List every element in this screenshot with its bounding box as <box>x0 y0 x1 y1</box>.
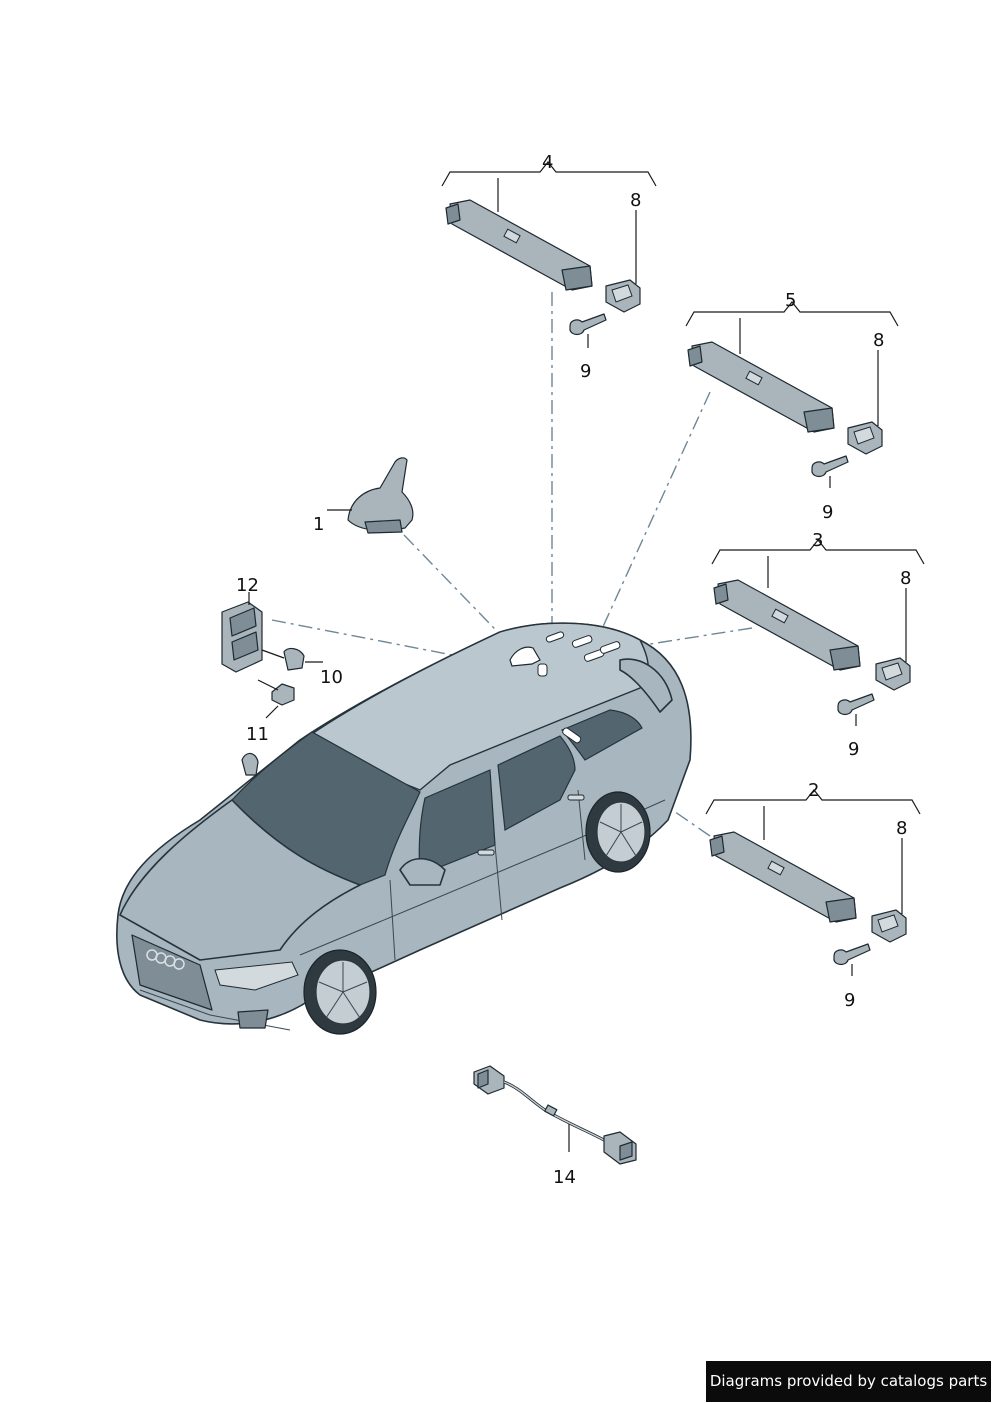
callout-10: 10 <box>320 667 343 688</box>
roof-slot-marker <box>545 631 565 643</box>
audi-rings-logo <box>146 949 185 970</box>
callout-3: 3 <box>812 530 823 551</box>
roof-clip-marker <box>537 663 548 677</box>
callout-9-assembly-5: 9 <box>822 502 833 523</box>
amplifier-assembly-2: 2 8 9 <box>705 780 921 1011</box>
callout-9-assembly-3: 9 <box>848 739 859 760</box>
roof-slot-marker <box>599 641 621 654</box>
footer-credit-text: Diagrams provided by catalogs parts <box>709 1372 988 1390</box>
callout-4: 4 <box>542 152 553 173</box>
callout-8-assembly-3: 8 <box>900 568 911 589</box>
callout-8-assembly-5: 8 <box>873 330 884 351</box>
amplifier-assembly-4: 4 8 9 <box>441 152 657 382</box>
callout-9-assembly-2: 9 <box>844 990 855 1011</box>
callout-12: 12 <box>236 575 259 596</box>
roof-antenna-part-1: 1 <box>313 457 414 535</box>
callout-9-assembly-4: 9 <box>580 361 591 382</box>
callout-14: 14 <box>553 1167 576 1188</box>
callout-8-assembly-4: 8 <box>630 190 641 211</box>
bracket-part-12: 12 <box>221 575 263 673</box>
front-wheel-spokes <box>318 962 368 1019</box>
nut-part-11: 11 <box>246 679 295 745</box>
car-illustration <box>116 622 692 1035</box>
roof-antenna-mount-marker <box>509 646 541 667</box>
callout-5: 5 <box>785 290 796 311</box>
cable-part-14: 14 <box>473 1065 637 1188</box>
amplifier-assembly-3: 3 8 9 <box>711 530 925 760</box>
callout-8-assembly-2: 8 <box>896 818 907 839</box>
nut-part-10: 10 <box>261 647 343 688</box>
footer-credit-banner: Diagrams provided by catalogs parts <box>706 1361 991 1402</box>
window-antenna-marker <box>562 727 582 744</box>
callout-2: 2 <box>808 780 819 801</box>
roof-slot-marker <box>571 635 593 648</box>
amplifier-assembly-5: 5 8 9 <box>685 290 899 523</box>
callout-11: 11 <box>246 724 269 745</box>
rear-wheel-spokes <box>599 804 643 857</box>
callout-1: 1 <box>313 514 324 535</box>
